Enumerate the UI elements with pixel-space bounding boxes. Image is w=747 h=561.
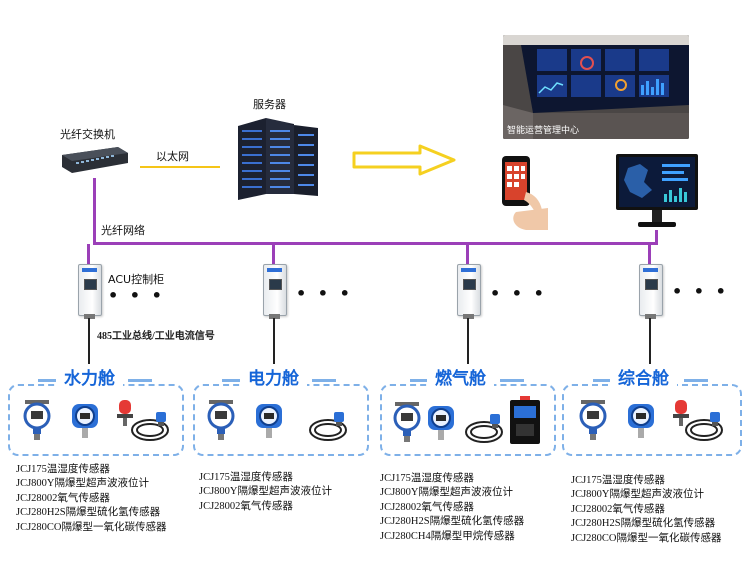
level-probe-icon (685, 411, 723, 441)
bay-title: 燃气舱 (427, 364, 494, 389)
sensor-icons-bay-4 (579, 398, 723, 442)
bay-title: 水力舱 (56, 364, 123, 389)
alarm-beacon-icon (673, 400, 689, 426)
sensor-item: JCJ28002氧气传感器 (199, 500, 293, 512)
bay-title-deco (38, 379, 62, 382)
sensor-list-bay-1: JCJ175温湿度传感器 JCJ800Y隔爆型超声波液位计 JCJ28002氧气… (16, 463, 167, 535)
bus-drop-3 (467, 318, 469, 364)
acu-cabinet (78, 264, 102, 319)
acu-label: ACU控制柜 (108, 273, 165, 286)
fiber-link-monitor (655, 230, 658, 244)
sensor-item: JCJ175温湿度传感器 (380, 473, 474, 484)
sensor-list-bay-4: JCJ175温湿度传感器 JCJ800Y隔爆型超声波液位计 JCJ28002氧气… (571, 474, 722, 546)
ellipsis: • • • (108, 286, 165, 305)
sensor-item: JCJ800Y隔爆型超声波液位计 (16, 478, 150, 490)
sensor-item: JCJ280H2S隔爆型硫化氢传感器 (380, 516, 525, 528)
bay-title-deco (684, 379, 708, 382)
monitor-icon (616, 154, 698, 227)
sensor-item: JCJ28002氧气传感器 (16, 492, 110, 504)
fiber-link-vertical (93, 178, 96, 244)
fiber-drop-4 (648, 244, 651, 264)
sensor-item: JCJ800Y隔爆型超声波液位计 (571, 489, 705, 501)
fiber-switch-icon (62, 147, 128, 173)
bay-title: 综合舱 (610, 364, 677, 389)
sensor-item: JCJ280H2S隔爆型硫化氢传感器 (571, 518, 716, 530)
fiber-backbone (93, 242, 658, 245)
acu-cabinet (457, 264, 481, 319)
bus-label: 485工业总线/工业电流信号 (97, 331, 215, 342)
gas-detector-icon (207, 398, 235, 442)
sensor-list-bay-3: JCJ175温湿度传感器 JCJ800Y隔爆型超声波液位计 JCJ28002氧气… (380, 472, 524, 544)
sensor-item: JCJ800Y隔爆型超声波液位计 (199, 486, 333, 498)
fiber-drop-3 (466, 244, 469, 264)
bus-drop-1 (88, 318, 90, 364)
bay-title-deco (312, 379, 336, 382)
bay-title-deco (128, 379, 152, 382)
server-label: 服务器 (253, 98, 286, 111)
bus-drop-4 (649, 318, 651, 364)
ethernet-label: 以太网 (156, 150, 189, 163)
fiber-drop-2 (272, 244, 275, 264)
ellipsis: • • • (490, 284, 547, 303)
ellipsis: • • • (296, 284, 353, 303)
bay-title-deco (222, 379, 246, 382)
alarm-beacon-icon (117, 400, 133, 426)
fiber-network-label: 光纤网络 (101, 224, 145, 237)
flow-arrow-icon (352, 144, 456, 176)
sensor-item: JCJ175温湿度传感器 (16, 464, 110, 475)
sensor-item: JCJ800Y隔爆型超声波液位计 (380, 487, 514, 499)
bus-drop-2 (273, 318, 275, 364)
level-probe-icon (465, 413, 503, 443)
smartphone-icon (502, 156, 548, 230)
sensor-item: JCJ280CO隔爆型一氧化碳传感器 (571, 532, 722, 544)
sensor-icons-bay-2 (207, 398, 347, 442)
bay-title: 电力舱 (240, 364, 307, 389)
oxygen-sensor-icon (427, 405, 455, 441)
control-center-screen-wall: 智能运营管理中心 (503, 35, 689, 139)
acu-cabinet (639, 264, 663, 319)
sensor-item: JCJ28002氧气传感器 (380, 501, 474, 513)
gas-controller-icon (510, 396, 540, 444)
level-probe-icon (309, 411, 347, 441)
sensor-item: JCJ175温湿度传感器 (199, 472, 293, 483)
gas-detector-icon (23, 398, 51, 442)
bay-title-deco (500, 379, 524, 382)
sensor-icons-bay-1 (23, 398, 169, 442)
gas-detector-icon (579, 398, 607, 442)
level-probe-icon (131, 411, 169, 441)
fiber-drop-1 (87, 244, 90, 264)
sensor-item: JCJ280CH4隔爆型甲烷传感器 (380, 530, 515, 542)
ellipsis: • • • (672, 282, 729, 301)
screen-wall-image (503, 35, 689, 139)
sensor-item: JCJ175温湿度传感器 (571, 475, 665, 486)
sensor-item: JCJ280CO隔爆型一氧化碳传感器 (16, 521, 167, 533)
gas-detector-icon (393, 400, 421, 444)
sensor-list-bay-2: JCJ175温湿度传感器 JCJ800Y隔爆型超声波液位计 JCJ28002氧气… (199, 471, 332, 514)
sensor-item: JCJ280H2S隔爆型硫化氢传感器 (16, 507, 161, 519)
bay-title-deco (593, 379, 617, 382)
oxygen-sensor-icon (627, 403, 655, 439)
acu-cabinet (263, 264, 287, 319)
oxygen-sensor-icon (71, 403, 99, 439)
switch-label: 光纤交换机 (60, 128, 115, 141)
control-center-caption: 智能运营管理中心 (507, 126, 580, 136)
oxygen-sensor-icon (255, 403, 283, 439)
bay-title-deco (410, 379, 434, 382)
sensor-icons-bay-3 (393, 396, 540, 444)
server-rack-icon (238, 118, 318, 200)
ethernet-link (140, 166, 220, 168)
sensor-item: JCJ28002氧气传感器 (571, 503, 665, 515)
